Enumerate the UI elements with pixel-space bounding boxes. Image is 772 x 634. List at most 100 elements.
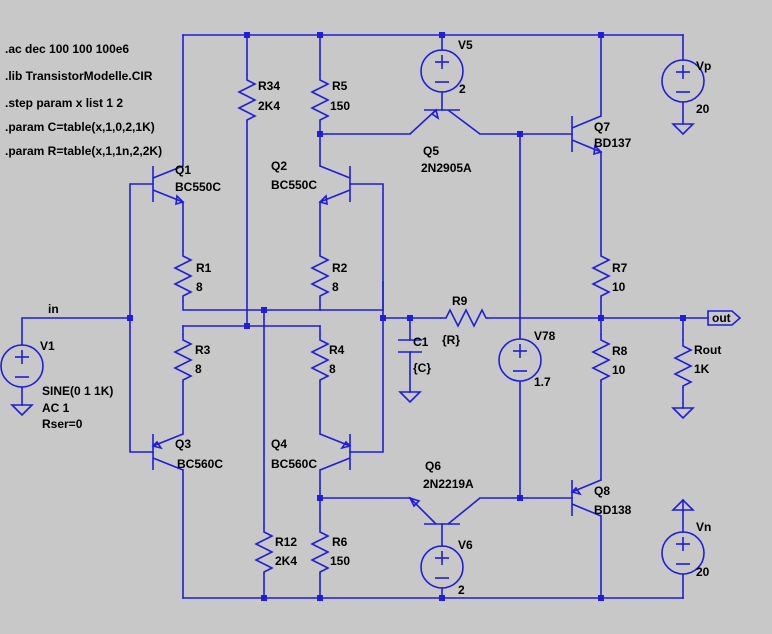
label-r2-name: R2 xyxy=(332,261,348,275)
label-net-in: in xyxy=(48,302,59,316)
label-v6-value: 2 xyxy=(458,583,465,597)
label-vn-name: Vn xyxy=(696,520,711,534)
ground-symbols xyxy=(10,123,695,511)
label-r6-name: R6 xyxy=(332,535,348,549)
resistor-r9 xyxy=(440,308,488,328)
resistor-r6 xyxy=(310,526,330,574)
label-q6-name: Q6 xyxy=(425,459,441,473)
component-labels: Q1 BC550C Q2 BC550C Q3 BC560C Q4 BC560C … xyxy=(40,38,731,597)
resistors xyxy=(173,74,693,574)
label-v1-ac: AC 1 xyxy=(42,401,70,415)
label-q8-name: Q8 xyxy=(594,484,610,498)
label-q3-name: Q3 xyxy=(175,437,191,451)
junctions xyxy=(127,32,686,601)
label-q8-model: BD138 xyxy=(594,503,632,517)
transistor-q6 xyxy=(408,496,481,525)
transistor-q3 xyxy=(151,433,184,471)
label-rout-value: 1K xyxy=(694,362,710,376)
label-q4-model: BC560C xyxy=(271,457,317,471)
label-r34-value: 2K4 xyxy=(258,99,280,113)
resistor-r5 xyxy=(310,74,330,122)
label-v1-name: V1 xyxy=(40,339,55,353)
ground-vp xyxy=(671,123,695,136)
source-v5 xyxy=(420,49,464,93)
label-rout-name: Rout xyxy=(694,343,721,357)
output-port xyxy=(707,310,742,326)
resistor-r7 xyxy=(591,250,611,298)
label-r12-value: 2K4 xyxy=(275,554,297,568)
label-q5-name: Q5 xyxy=(423,144,439,158)
label-q7-name: Q7 xyxy=(594,120,610,134)
resistor-r3 xyxy=(173,334,193,382)
label-q6-model: 2N2219A xyxy=(423,477,474,491)
label-v78-name: V78 xyxy=(534,329,556,343)
label-r3-name: R3 xyxy=(195,343,211,357)
label-v5-name: V5 xyxy=(458,38,473,52)
label-v1-rser: Rser=0 xyxy=(42,417,83,431)
source-v1 xyxy=(0,344,44,388)
directive-lib: .lib TransistorModelle.CIR xyxy=(5,69,153,83)
label-r5-name: R5 xyxy=(332,79,348,93)
label-r9-name: R9 xyxy=(452,294,468,308)
resistor-r2 xyxy=(310,250,330,298)
label-q2-name: Q2 xyxy=(271,159,287,173)
transistor-q4 xyxy=(319,433,352,471)
source-v6 xyxy=(420,545,464,589)
wires xyxy=(21,34,709,599)
label-vp-name: Vp xyxy=(696,59,711,73)
directive-step: .step param x list 1 2 xyxy=(5,96,123,110)
resistor-r12 xyxy=(254,526,274,574)
ground-c1 xyxy=(398,391,422,404)
source-vn xyxy=(661,531,705,575)
label-net-out: out xyxy=(712,311,731,325)
directive-param-r: .param R=table(x,1,1n,2,2K) xyxy=(5,144,162,158)
label-c1-value: {C} xyxy=(413,361,431,375)
label-r3-value: 8 xyxy=(195,362,202,376)
source-vp xyxy=(661,59,705,103)
capacitor-c1 xyxy=(398,339,422,353)
label-r5-value: 150 xyxy=(330,99,350,113)
label-q5-model: 2N2905A xyxy=(421,161,472,175)
label-q4-name: Q4 xyxy=(271,437,287,451)
spice-directives: .ac dec 100 100 100e6 .lib TransistorMod… xyxy=(5,42,162,158)
ground-rout xyxy=(671,407,695,420)
resistor-r4 xyxy=(310,334,330,382)
resistor-rout xyxy=(673,340,693,388)
label-r12-name: R12 xyxy=(275,535,297,549)
directive-param-c: .param C=table(x,1,0,2,1K) xyxy=(5,120,155,134)
label-q1-model: BC550C xyxy=(175,180,221,194)
resistor-r1 xyxy=(173,250,193,302)
label-r1-name: R1 xyxy=(196,261,212,275)
label-r7-name: R7 xyxy=(612,261,628,275)
transistor-q7 xyxy=(571,115,603,156)
label-r2-value: 8 xyxy=(332,280,339,294)
label-r4-value: 8 xyxy=(329,362,336,376)
label-r4-name: R4 xyxy=(329,343,345,357)
label-r9-value: {R} xyxy=(442,333,460,347)
source-v78 xyxy=(498,338,542,382)
label-q3-model: BC560C xyxy=(177,457,223,471)
label-c1-name: C1 xyxy=(413,335,429,349)
label-r6-value: 150 xyxy=(330,554,350,568)
label-r8-name: R8 xyxy=(612,344,628,358)
ground-v1 xyxy=(10,404,34,417)
label-vn-value: 20 xyxy=(696,565,710,579)
transistor-q5 xyxy=(409,108,481,135)
resistor-r8 xyxy=(591,334,611,382)
transistors xyxy=(151,108,603,525)
label-v5-value: 2 xyxy=(459,82,466,96)
transistor-q2 xyxy=(318,165,351,206)
resistor-r34 xyxy=(237,74,257,122)
label-v6-name: V6 xyxy=(458,538,473,552)
transistor-q1 xyxy=(152,165,185,206)
voltage-sources xyxy=(0,49,705,589)
label-vp-value: 20 xyxy=(696,102,710,116)
label-r34-name: R34 xyxy=(258,79,280,93)
label-q2-model: BC550C xyxy=(271,178,317,192)
directive-ac: .ac dec 100 100 100e6 xyxy=(5,42,129,56)
label-r1-value: 8 xyxy=(196,280,203,294)
label-r7-value: 10 xyxy=(612,280,626,294)
label-q1-name: Q1 xyxy=(175,163,191,177)
